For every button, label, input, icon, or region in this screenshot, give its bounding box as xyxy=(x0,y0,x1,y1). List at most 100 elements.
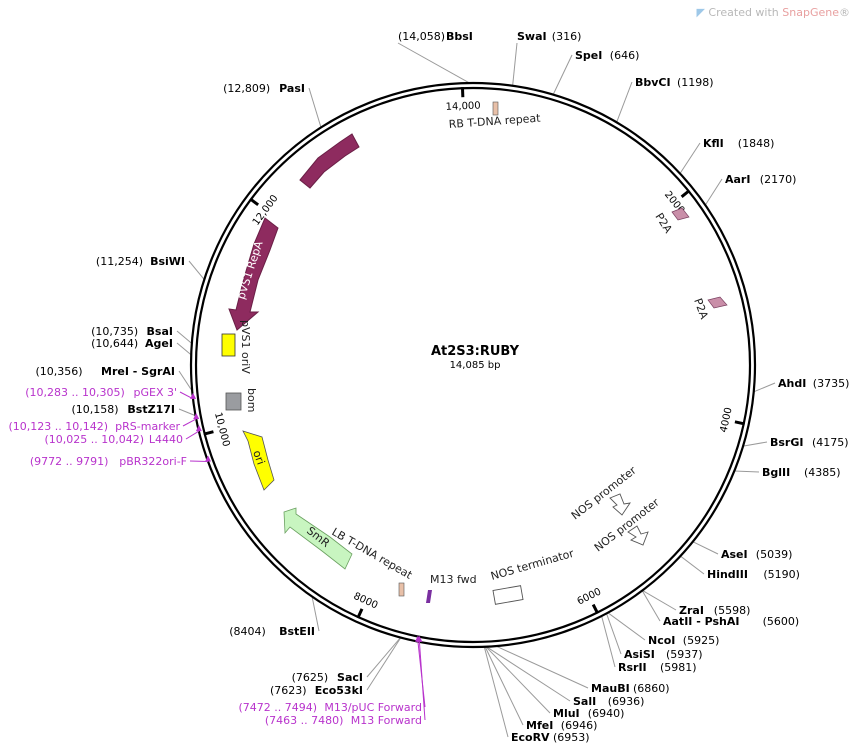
enzyme-site-bsrgi: BsrGI (4175) xyxy=(770,436,849,449)
enzyme-name: MluI xyxy=(553,707,580,720)
enzyme-connector xyxy=(607,612,646,641)
enzyme-connector xyxy=(188,260,205,280)
enzyme-connector xyxy=(641,590,661,622)
feature-SmR xyxy=(283,507,353,570)
enzyme-connector xyxy=(606,613,622,655)
enzyme-connector xyxy=(753,382,776,393)
enzyme-position: (5981) xyxy=(660,661,697,674)
feature-label-bom: bom xyxy=(245,388,258,412)
primer-l4440: L4440(10,025 .. 10,042) xyxy=(44,425,202,446)
feature-pVS1-oriV xyxy=(221,333,236,357)
primer-connector xyxy=(418,641,426,721)
feature-M13-fwd xyxy=(426,590,432,603)
enzyme-position: (4175) xyxy=(812,436,849,449)
enzyme-name: AatII - PshAI xyxy=(663,615,739,628)
enzyme-name: PasI xyxy=(279,82,305,95)
primer-m13-puc-forward: M13/pUC Forward(7472 .. 7494) xyxy=(238,635,426,714)
enzyme-site-bstz17i: BstZ17I(10,158) xyxy=(72,403,175,416)
enzyme-site-bbsi: (14,058)BbsI xyxy=(398,30,473,43)
enzyme-name: SacI xyxy=(337,671,363,684)
enzyme-site-zrai: ZraI(5598) xyxy=(679,604,750,617)
enzyme-position: (5937) xyxy=(666,648,703,661)
primer-name: pBR322ori-F xyxy=(119,455,187,468)
enzyme-name: SpeI xyxy=(575,49,602,62)
primer-arrow-icon xyxy=(195,425,202,432)
enzyme-site-spei: SpeI(646) xyxy=(575,49,639,62)
feature-pVS1-RepA xyxy=(228,217,279,331)
enzyme-site-bsai: BsaI(10,735) xyxy=(91,325,173,338)
enzyme-name: BglII xyxy=(762,466,790,479)
enzyme-site-bsiwi: BsiWI(11,254) xyxy=(96,255,185,268)
enzyme-position: (10,158) xyxy=(72,403,119,416)
enzyme-connector xyxy=(692,541,719,555)
enzyme-connector xyxy=(512,42,518,86)
enzyme-connector xyxy=(679,142,701,174)
enzyme-position: (5190) xyxy=(763,568,800,581)
enzyme-name: MreI - SgrAI xyxy=(101,365,175,378)
label-layer: (14,058)BbsI SwaI(316) SpeI(646) BbvCI (1198… xyxy=(8,30,849,744)
enzyme-position: (1848) xyxy=(738,137,775,150)
primer-arrow-icon xyxy=(190,392,197,399)
enzyme-name: BstEII xyxy=(279,625,315,638)
tick-mark xyxy=(356,608,364,619)
feature-label-NOS-terminator: NOS terminator xyxy=(489,547,576,583)
enzyme-name: BsaI xyxy=(147,325,173,338)
tick-label: 10,000 xyxy=(212,411,231,448)
enzyme-connector xyxy=(734,470,760,473)
primer-name: pGEX 3' xyxy=(133,386,177,399)
enzyme-connector xyxy=(601,615,616,668)
enzyme-position: (7625) xyxy=(292,671,329,684)
enzyme-name: SalI xyxy=(573,695,596,708)
feature-label-M13-fwd: M13 fwd xyxy=(430,573,477,586)
primer-position: (10,025 .. 10,042) xyxy=(44,433,144,446)
primer-position: (7472 .. 7494) xyxy=(238,701,317,714)
enzyme-name: BbvCI xyxy=(635,76,671,89)
enzyme-site-saci: SacI (7625) xyxy=(292,671,363,684)
enzyme-name: MfeI xyxy=(526,719,553,732)
backbone-inner xyxy=(194,86,752,644)
enzyme-connector xyxy=(366,637,401,678)
enzyme-position: (10,356) xyxy=(36,365,83,378)
enzyme-name: KflI xyxy=(703,137,724,150)
enzyme-connector xyxy=(485,646,551,714)
feature-pVS1-StaA xyxy=(299,133,360,189)
enzyme-connector xyxy=(552,54,573,95)
primer-name: M13 Forward xyxy=(351,714,422,727)
feature-NOS-promoter-2 xyxy=(627,525,649,546)
tick-mark xyxy=(680,189,691,198)
feature-P2A-1 xyxy=(671,207,690,221)
enzyme-site-asisi: AsiSI(5937) xyxy=(624,648,703,661)
enzyme-position: (1198) xyxy=(677,76,714,89)
enzyme-name: BsrGI xyxy=(770,436,803,449)
enzyme-position: (6953) xyxy=(553,731,590,744)
enzyme-site-swai: SwaI(316) xyxy=(517,30,581,43)
enzyme-position: (6940) xyxy=(588,707,625,720)
enzyme-position: (3735) xyxy=(813,377,850,390)
enzyme-site-asei: AseI(5039) xyxy=(721,548,792,561)
feature-label-NOS-promoter-1: NOS promoter xyxy=(569,464,639,523)
primer-arrow-icon xyxy=(416,635,423,642)
enzyme-site-ecorv: EcoRV(6953) xyxy=(511,731,590,744)
enzyme-connector xyxy=(178,370,193,392)
enzyme-position: (5925) xyxy=(683,634,720,647)
tick-label: 6000 xyxy=(576,586,604,607)
enzyme-layer xyxy=(176,42,776,738)
enzyme-position: (2170) xyxy=(760,173,797,186)
enzyme-site-agei: AgeI(10,644) xyxy=(91,337,173,350)
feature-NOS-promoter-1 xyxy=(609,493,631,516)
enzyme-connector xyxy=(486,646,571,702)
feature-label-ori: ori xyxy=(250,449,267,467)
feature-NOS-terminator xyxy=(492,585,524,605)
enzyme-connector xyxy=(176,330,193,344)
enzyme-site-pasi: PasI(12,809) xyxy=(223,82,305,95)
enzyme-site-bglii: BglII(4385) xyxy=(762,466,841,479)
enzyme-name: AarI xyxy=(725,173,750,186)
plasmid-name: At2S3:RUBY xyxy=(431,344,520,359)
primer-position: (10,123 .. 10,142) xyxy=(8,420,108,433)
enzyme-connector xyxy=(483,646,509,738)
enzyme-name: SwaI xyxy=(517,30,547,43)
enzyme-name: AhdI xyxy=(778,377,806,390)
tick-label: 14,000 xyxy=(446,101,481,113)
enzyme-position: (8404) xyxy=(229,625,266,638)
